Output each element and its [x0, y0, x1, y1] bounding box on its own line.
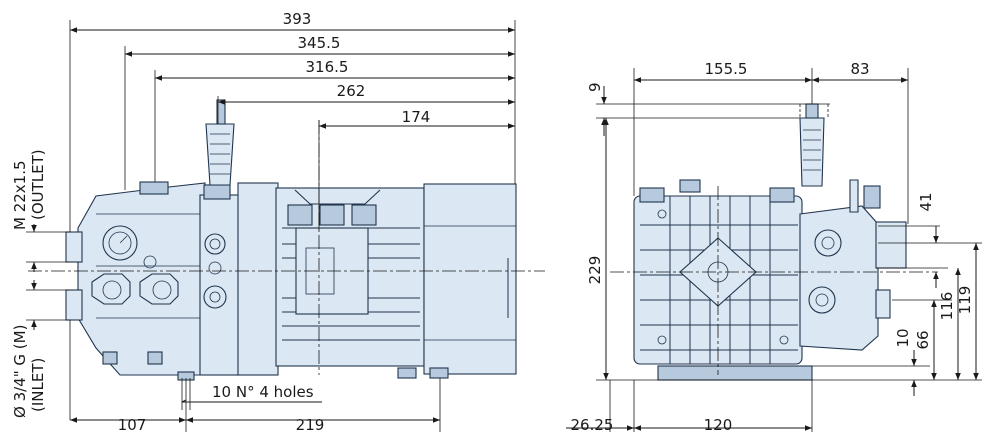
dim-41: 41: [917, 192, 935, 211]
dim-10: 10: [894, 328, 912, 347]
dim-107: 107: [118, 416, 147, 434]
dim-66: 66: [914, 330, 932, 349]
end-view-dimensions: 155.5 83 9 229 41 10 66 116 119 26.25 12…: [566, 60, 982, 434]
dim-219: 219: [296, 416, 325, 434]
dim-9: 9: [586, 82, 604, 92]
dim-174: 174: [402, 108, 431, 126]
side-view-pump: [65, 99, 517, 381]
dim-155-5: 155.5: [705, 60, 748, 78]
dim-393: 393: [283, 10, 312, 28]
dim-120: 120: [704, 416, 733, 434]
dim-119: 119: [956, 286, 974, 315]
dim-316-5: 316.5: [306, 58, 349, 76]
outlet-thread: M 22x1.5: [11, 160, 29, 230]
holes-label: 10 N° 4 holes: [212, 383, 314, 401]
end-view-pump: [633, 103, 907, 381]
dim-345-5: 345.5: [298, 34, 341, 52]
side-view-dimensions: 393 345.5 316.5 262 174 107 219 10 N° 4 …: [11, 10, 516, 434]
inlet-label: (INLET): [29, 358, 47, 412]
dim-116: 116: [938, 292, 956, 321]
dim-83: 83: [850, 60, 869, 78]
dim-229: 229: [586, 256, 604, 285]
inlet-thread: Ø 3/4" G (M): [11, 325, 29, 418]
dim-26-25: 26.25: [571, 416, 614, 434]
dim-262: 262: [337, 82, 366, 100]
outlet-label: (OUTLET): [29, 149, 47, 220]
